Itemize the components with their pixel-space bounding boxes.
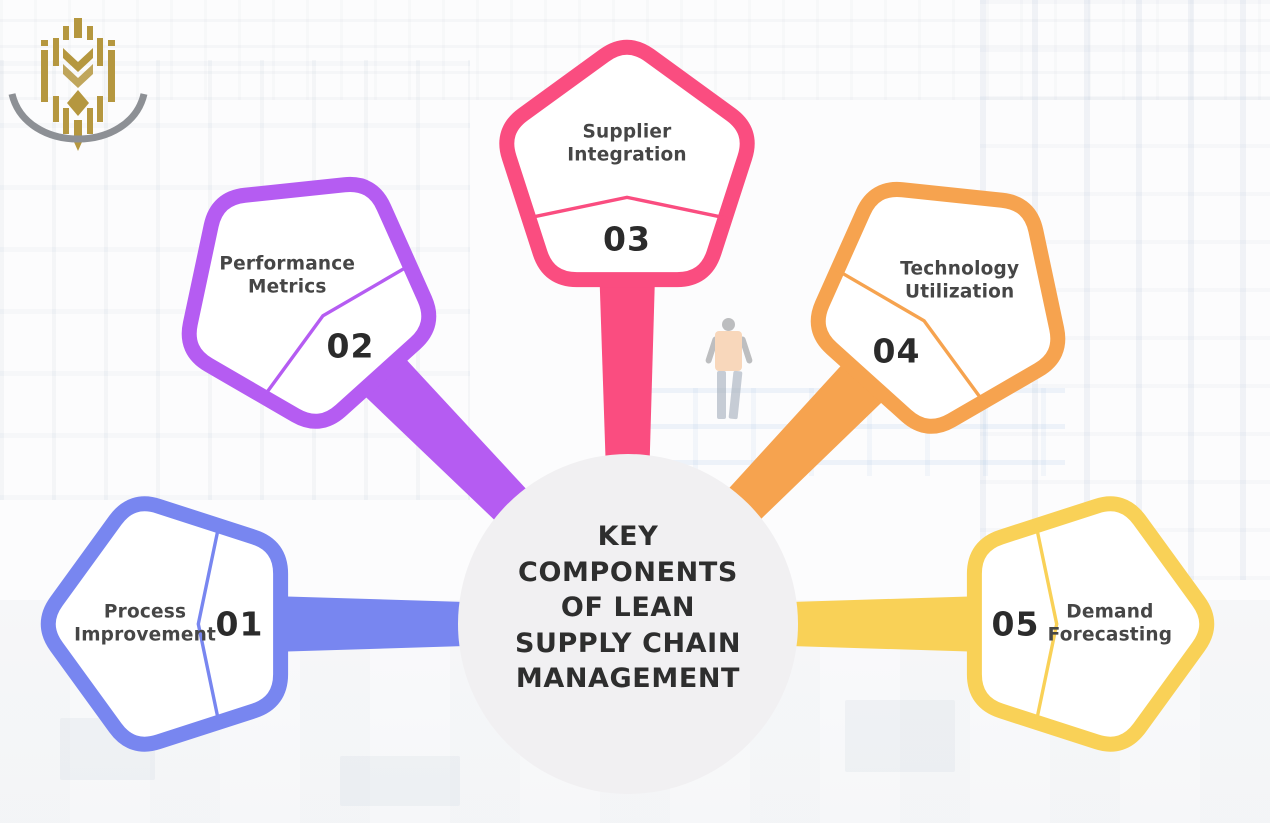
brand-logo [8, 18, 148, 151]
component-number-02: 02 [326, 326, 375, 366]
diagram-title-line: KEY [597, 520, 659, 552]
component-label-01: Process Improvement [74, 601, 216, 645]
component-number-01: 01 [215, 604, 264, 644]
logo-arc [8, 93, 148, 143]
component-number-04: 04 [872, 331, 921, 371]
diagram-title-line: SUPPLY CHAIN [514, 627, 742, 659]
component-divider-line [196, 523, 221, 725]
center-hub-circle: KEY COMPONENTS OF LEAN SUPPLY CHAIN MANA… [458, 454, 798, 794]
component-node-01 [40, 496, 289, 752]
component-divider-line [835, 268, 986, 404]
component-node-02 [181, 176, 437, 429]
component-pentagon [810, 181, 1066, 434]
component-label-04: Technology Utilization [900, 258, 1020, 303]
worker-leg [717, 371, 726, 419]
component-divider-line [1034, 523, 1059, 725]
component-divider-line [526, 195, 728, 220]
component-number-05: 05 [991, 604, 1040, 644]
diagram-title: KEY COMPONENTS OF LEAN SUPPLY CHAIN MANA… [515, 519, 741, 697]
gold-crown-emblem-icon [41, 18, 115, 151]
worker-vest [715, 331, 742, 371]
component-number-03: 03 [603, 219, 651, 258]
component-node-04 [810, 181, 1066, 434]
diagram-title-line: MANAGEMENT [515, 663, 741, 695]
worker-head [722, 318, 735, 331]
component-label-02: Performance Metrics [219, 253, 356, 298]
diagram-title-line: OF LEAN [560, 592, 696, 624]
component-label-03: Supplier Integration [567, 121, 687, 166]
warehouse-box [340, 756, 460, 806]
component-pentagon [966, 496, 1215, 752]
component-pentagon [499, 39, 755, 288]
diagram-title-line: COMPONENTS [518, 556, 738, 588]
component-node-03 [499, 39, 755, 288]
component-pentagon [181, 176, 437, 429]
component-divider-line [261, 263, 412, 399]
component-pentagon [40, 496, 289, 752]
component-node-05 [966, 496, 1215, 752]
component-label-05: Demand Forecasting [1047, 601, 1173, 645]
warehouse-box [845, 700, 955, 772]
warehouse-worker-figure [704, 318, 754, 436]
